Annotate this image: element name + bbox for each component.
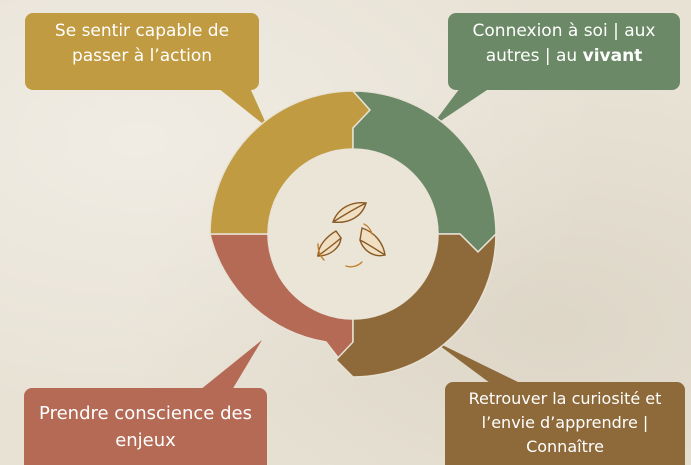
step-label-top-right: Connexion à soi | aux autres | au: [472, 21, 656, 66]
step-label-bottom-right: Retrouver la curiosité et l’envie d’appr…: [468, 389, 662, 456]
callout-top-left-text: Se sentir capable de passer à l’action: [25, 13, 259, 90]
step-label-bottom-left: Prendre conscience des enjeux: [39, 403, 252, 451]
callout-tail-bottom-left: [200, 340, 262, 390]
callout-box-bottom-left: [24, 388, 267, 465]
callout-tail-top-right: [430, 88, 490, 128]
callout-box-bottom-right: [445, 382, 685, 465]
cycle-center: [268, 149, 438, 319]
callout-tail-bottom-right: [432, 340, 520, 383]
recycling-leaves-icon: [317, 201, 386, 268]
callout-tail-top-left: [218, 88, 268, 128]
callout-bottom-left-text: Prendre conscience des enjeux: [24, 388, 267, 465]
callout-bottom-right-text: Retrouver la curiosité et l’envie d’appr…: [445, 382, 685, 465]
step-label-top-right-emphasis: vivant: [582, 46, 643, 66]
callout-box-top-left: [25, 13, 259, 90]
step-label-top-left: Se sentir capable de passer à l’action: [54, 21, 230, 66]
callout-top-right-text: Connexion à soi | aux autres | au vivant: [448, 13, 680, 90]
callout-box-top-right: [448, 13, 680, 90]
